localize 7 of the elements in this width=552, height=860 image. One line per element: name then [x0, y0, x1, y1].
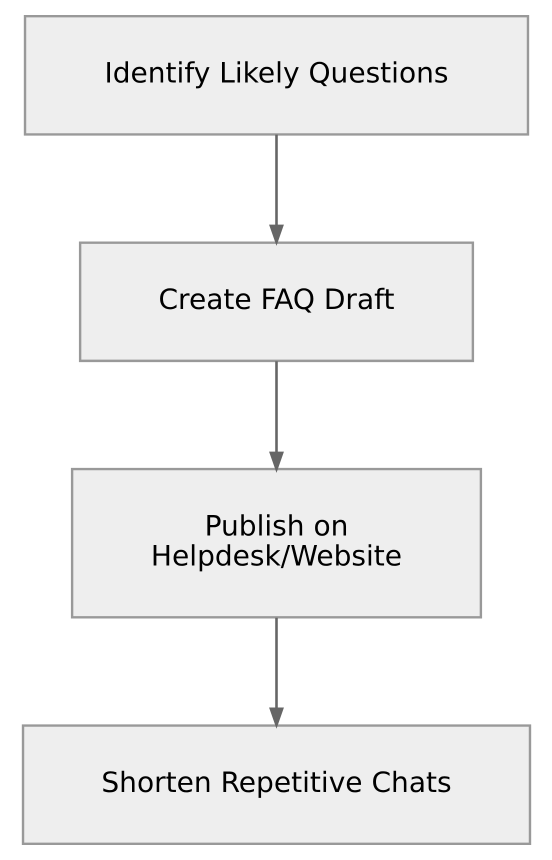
node-box: Publish on Helpdesk/Website	[70, 468, 482, 619]
arrow	[268, 361, 284, 473]
node-box: Shorten Repetitive Chats	[21, 724, 531, 845]
arrow	[268, 618, 284, 729]
node-box: Create FAQ Draft	[78, 241, 474, 362]
arrow	[268, 134, 284, 246]
node-box: Identify Likely Questions	[23, 15, 529, 136]
